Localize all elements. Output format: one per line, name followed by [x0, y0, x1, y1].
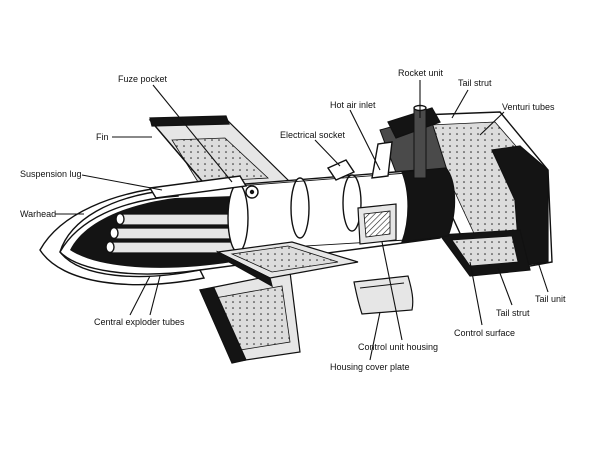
label-fuze-pocket: Fuze pocket — [118, 74, 168, 84]
label-control-unit-housing: Control unit housing — [358, 342, 438, 352]
label-suspension-lug: Suspension lug — [20, 169, 82, 179]
label-tail-unit: Tail unit — [535, 294, 566, 304]
label-fin: Fin — [96, 132, 109, 142]
side-stub-wing — [215, 241, 359, 288]
label-central-exploder-tubes: Central exploder tubes — [94, 317, 185, 327]
lower-fin — [199, 271, 301, 364]
label-tail-strut-bottom: Tail strut — [496, 308, 530, 318]
housing-cover-plate-part — [353, 275, 414, 315]
label-venturi-tubes: Venturi tubes — [502, 102, 555, 112]
label-housing-cover-plate: Housing cover plate — [330, 362, 410, 372]
label-electrical-socket: Electrical socket — [280, 130, 346, 140]
label-tail-strut-top: Tail strut — [458, 78, 492, 88]
label-rocket-unit: Rocket unit — [398, 68, 444, 78]
label-control-surface: Control surface — [454, 328, 515, 338]
leader-lines — [55, 80, 549, 361]
tail-unit — [379, 107, 553, 277]
upper-fin — [148, 115, 292, 189]
label-warhead: Warhead — [20, 209, 56, 219]
label-hot-air-inlet: Hot air inlet — [330, 100, 376, 110]
fuselage — [39, 104, 456, 286]
